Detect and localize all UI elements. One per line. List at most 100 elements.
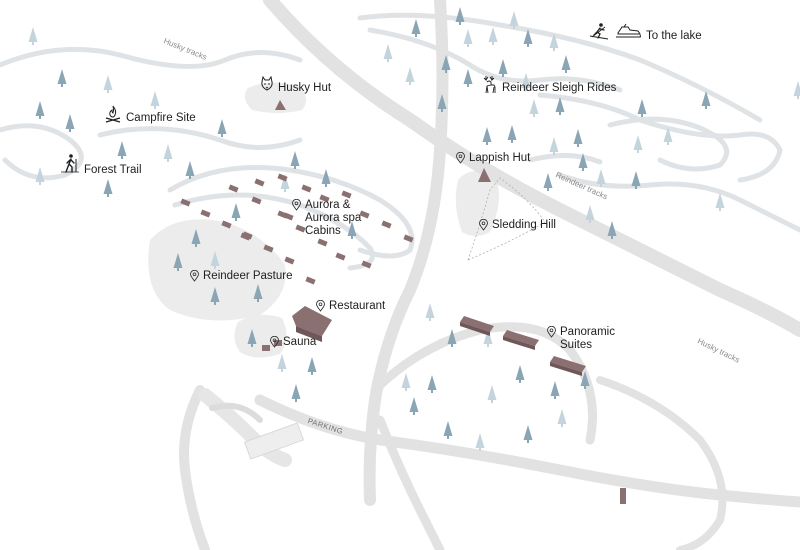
tree [117, 141, 127, 159]
tree [185, 161, 195, 179]
sledding-hill-text: Sledding Hill [492, 219, 556, 231]
cabin [221, 220, 232, 229]
location-pin-icon [456, 152, 465, 164]
cabin [335, 252, 346, 261]
tree [253, 284, 263, 302]
tree [463, 29, 473, 47]
location-pin-icon [190, 270, 199, 282]
tree [463, 69, 473, 87]
tree [383, 44, 393, 62]
sauna-label[interactable]: Sauna [270, 336, 316, 349]
cabin [341, 190, 352, 199]
husky-hut-label[interactable]: Husky Hut [260, 76, 331, 95]
bridge [620, 488, 626, 504]
tree [437, 94, 447, 112]
to-the-lake-text: To the lake [646, 30, 702, 42]
lower-loop-road [370, 322, 597, 445]
sauna-area [234, 314, 287, 358]
tree [35, 101, 45, 119]
tree [35, 167, 45, 185]
panoramic-suites-text-line2: Suites [560, 339, 592, 351]
lappish-hut-building [478, 168, 491, 182]
location-pin-icon [270, 336, 279, 348]
to-the-lake-label[interactable]: To the lake [588, 22, 702, 43]
cabin [284, 256, 295, 265]
cabin [254, 178, 265, 187]
sauna-buildings [262, 340, 282, 351]
tree [549, 137, 559, 155]
cabin [305, 276, 316, 285]
tree [173, 253, 183, 271]
aurora-cabins-text-line3: Cabins [305, 225, 341, 237]
cabin [403, 234, 414, 243]
tree [487, 385, 497, 403]
location-pin-icon [547, 326, 556, 338]
tree [555, 97, 565, 115]
tree [523, 425, 533, 443]
tree [550, 381, 560, 399]
tree [633, 135, 643, 153]
tree [631, 171, 641, 189]
tree [549, 33, 559, 51]
tree [405, 67, 415, 85]
reindeer-sleigh-rides-label[interactable]: Reindeer Sleigh Rides [482, 74, 616, 95]
location-pin-icon [316, 300, 325, 312]
tree [103, 179, 113, 197]
tree [483, 329, 493, 347]
tree [488, 27, 498, 45]
west-road [179, 385, 210, 550]
reindeer-pasture-text: Reindeer Pasture [203, 270, 293, 282]
aurora-cabins-label[interactable]: Aurora & Aurora spa Cabins [292, 199, 361, 238]
tree [191, 229, 201, 247]
cabin [359, 210, 370, 219]
tree [455, 7, 465, 25]
tree [543, 173, 553, 191]
campfire-site-label[interactable]: Campfire Site [104, 104, 196, 125]
trail-loops [0, 12, 800, 271]
tree [441, 55, 451, 73]
cabin [263, 244, 274, 253]
husky-hut-area [244, 82, 307, 113]
tree [57, 69, 67, 87]
reindeer-pasture-label[interactable]: Reindeer Pasture [190, 270, 293, 283]
lappish-hut-text: Lappish Hut [469, 152, 531, 164]
tree [663, 127, 673, 145]
location-pin-icon [292, 199, 301, 211]
tree [573, 129, 583, 147]
tree [607, 221, 617, 239]
south-road [375, 415, 445, 550]
main-road [263, 0, 800, 337]
tree [637, 99, 647, 117]
tree [28, 27, 38, 45]
tree [347, 221, 357, 239]
lappish-hut-label[interactable]: Lappish Hut [456, 152, 530, 165]
tree [150, 91, 160, 109]
tree [515, 365, 525, 383]
tree [715, 193, 725, 211]
panoramic-suites-label[interactable]: Panoramic Suites [547, 326, 615, 352]
cabin [381, 220, 392, 229]
cabin [277, 173, 288, 182]
cabin [317, 238, 328, 247]
tree [425, 303, 435, 321]
cabin [251, 196, 262, 205]
tree [521, 73, 531, 91]
restaurant-label[interactable]: Restaurant [316, 300, 385, 313]
reindeer-icon [483, 76, 496, 94]
tree [793, 81, 800, 99]
tree [596, 169, 606, 187]
tree [401, 373, 411, 391]
cabin [295, 224, 306, 233]
forest-trail-label[interactable]: Forest Trail [60, 153, 142, 177]
husky-hut-building [275, 100, 286, 110]
tree [290, 151, 300, 169]
cabin [283, 212, 294, 221]
sledding-hill-label[interactable]: Sledding Hill [479, 219, 556, 232]
tree [280, 174, 290, 192]
tree [321, 169, 331, 187]
tree [509, 11, 519, 29]
tree [701, 91, 711, 109]
roads [179, 0, 800, 550]
snowmobile-icon [616, 23, 641, 38]
